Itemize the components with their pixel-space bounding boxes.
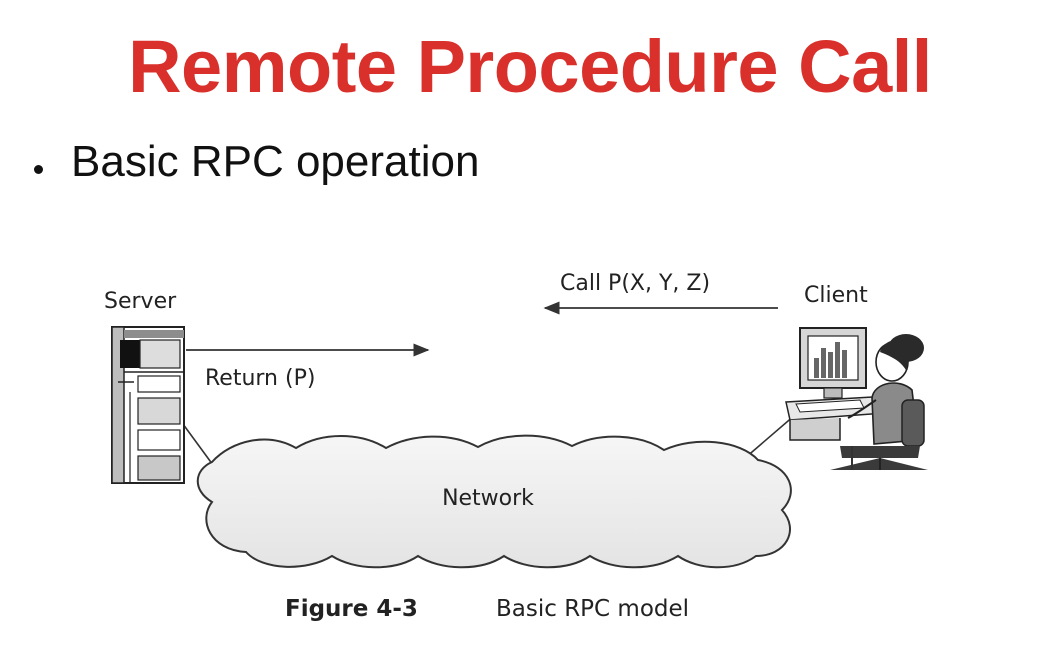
return-label: Return (P) <box>205 366 315 391</box>
server-network-link <box>179 419 214 466</box>
bullet-text: Basic RPC operation <box>71 137 480 186</box>
figure-caption: Figure 4-3 Basic RPC model <box>285 596 689 622</box>
network-cloud: Network <box>196 434 792 569</box>
server-icon <box>111 326 185 484</box>
call-label: Call P(X, Y, Z) <box>560 271 710 296</box>
slide-title: Remote Procedure Call <box>128 25 932 108</box>
server-label: Server <box>104 289 177 314</box>
network-label: Network <box>442 486 534 511</box>
client-icon <box>785 327 928 470</box>
figure-caption-text: Basic RPC model <box>496 596 689 622</box>
client-network-link <box>744 414 796 459</box>
figure-number: Figure 4-3 <box>285 596 418 622</box>
client-label: Client <box>804 283 868 308</box>
bullet-item: Basic RPC operation <box>34 132 479 192</box>
bullet-dot-icon <box>34 164 43 174</box>
